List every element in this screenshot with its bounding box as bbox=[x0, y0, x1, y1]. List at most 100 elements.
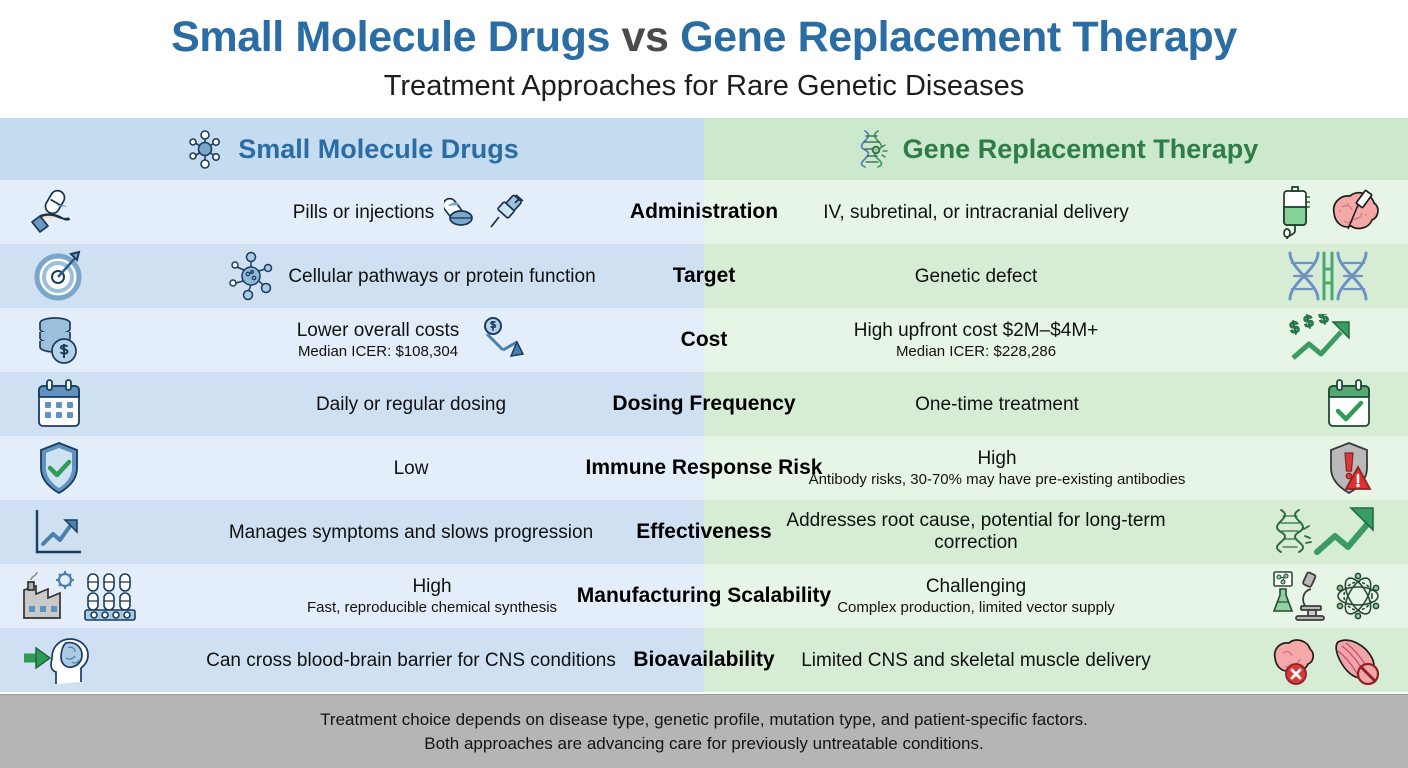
hand-holding-pill-icon bbox=[0, 180, 118, 244]
row-cell-left: Lower overall costs Median ICER: $108,30… bbox=[0, 308, 704, 372]
page-subtitle: Treatment Approaches for Rare Genetic Di… bbox=[383, 70, 1025, 102]
row-cell-right: Addresses root cause, potential for long… bbox=[704, 500, 1408, 564]
target-bullseye-icon bbox=[0, 244, 118, 308]
row-cell-right: IV, subretinal, or intracranial delivery bbox=[704, 180, 1408, 244]
row-value-left: Pills or injections bbox=[118, 193, 704, 231]
svg-text:$: $ bbox=[1302, 314, 1316, 332]
shield-check-icon bbox=[0, 436, 118, 500]
row-value-right: One-time treatment bbox=[704, 393, 1290, 416]
left-main-text: Low bbox=[393, 457, 429, 479]
left-main-text: Manages symptoms and slows progression bbox=[228, 521, 594, 543]
row-cell-left: Cellular pathways or protein function bbox=[0, 244, 704, 308]
table-row: High Fast, reproducible chemical synthes… bbox=[0, 564, 1408, 628]
row-cell-right: High Antibody risks, 30-70% may have pre… bbox=[704, 436, 1408, 500]
table-row: Low Immune Response Risk High Antibody r… bbox=[0, 436, 1408, 500]
dna-helix-icon bbox=[854, 128, 890, 170]
row-value-right: Addresses root cause, potential for long… bbox=[704, 510, 1248, 554]
microscope-flask-icon bbox=[1272, 571, 1325, 621]
right-main-text: One-time treatment bbox=[915, 393, 1079, 415]
row-value-left: High Fast, reproducible chemical synthes… bbox=[160, 575, 704, 617]
title-part2: Gene Replacement Therapy bbox=[680, 13, 1237, 61]
column-header-right-label: Gene Replacement Therapy bbox=[902, 133, 1259, 164]
table-row: Daily or regular dosing Dosing Frequency… bbox=[0, 372, 1408, 436]
dollar-arrow-up-icon: $ $ $ bbox=[1248, 308, 1408, 372]
row-cell-left: High Fast, reproducible chemical synthes… bbox=[0, 564, 704, 628]
row-value-right: High upfront cost $2M–$4M+ Median ICER: … bbox=[704, 319, 1248, 361]
brain-blocked-icon bbox=[1273, 639, 1314, 685]
factory-and-pill-tray-icons bbox=[0, 564, 160, 628]
table-row: Manages symptoms and slows progression E… bbox=[0, 500, 1408, 564]
right-main-text: High bbox=[977, 448, 1017, 469]
right-sub-text: Complex production, limited vector suppl… bbox=[837, 599, 1115, 616]
syringe-icon bbox=[490, 194, 524, 228]
right-main-text: IV, subretinal, or intracranial delivery bbox=[823, 201, 1129, 223]
column-header-left: Small Molecule Drugs bbox=[0, 118, 704, 180]
brain-blocked-and-muscle-blocked-icons bbox=[1248, 628, 1408, 692]
table-row: Cellular pathways or protein function Ta… bbox=[0, 244, 1408, 308]
molecule-icon bbox=[185, 129, 225, 169]
row-cell-right: High upfront cost $2M–$4M+ Median ICER: … bbox=[704, 308, 1408, 372]
row-value-right: Limited CNS and skeletal muscle delivery bbox=[704, 649, 1248, 672]
title-connector: vs bbox=[609, 13, 681, 61]
row-cell-right: Challenging Complex production, limited … bbox=[704, 564, 1408, 628]
row-value-left: Manages symptoms and slows progression bbox=[118, 521, 704, 544]
left-main-text: Pills or injections bbox=[292, 201, 435, 223]
svg-text:$: $ bbox=[1317, 314, 1331, 328]
table-row: Can cross blood-brain barrier for CNS co… bbox=[0, 628, 1408, 692]
row-value-right: IV, subretinal, or intracranial delivery bbox=[704, 201, 1248, 224]
row-cell-left: Can cross blood-brain barrier for CNS co… bbox=[0, 628, 704, 692]
table-row: Lower overall costs Median ICER: $108,30… bbox=[0, 308, 1408, 372]
row-cell-left: Pills or injections bbox=[0, 180, 704, 244]
left-text-group: Lower overall costs Median ICER: $108,30… bbox=[291, 319, 466, 361]
footer-line-2: Both approaches are advancing care for p… bbox=[424, 733, 984, 753]
column-header-right: Gene Replacement Therapy bbox=[704, 118, 1408, 180]
iv-drip-and-brain-injection-icons bbox=[1248, 180, 1408, 244]
pills-icon bbox=[444, 197, 474, 226]
row-value-right: High Antibody risks, 30-70% may have pre… bbox=[704, 447, 1290, 489]
dna-double-helix-icon bbox=[1248, 244, 1408, 308]
table-row: Pills or injections bbox=[0, 180, 1408, 244]
left-sub-text: Fast, reproducible chemical synthesis bbox=[306, 599, 558, 616]
coin-stack-icon bbox=[0, 308, 118, 372]
shield-warning-icon bbox=[1290, 436, 1408, 500]
muscle-blocked-icon bbox=[1335, 639, 1380, 686]
right-main-text: Limited CNS and skeletal muscle delivery bbox=[801, 649, 1151, 671]
row-cell-left: Manages symptoms and slows progression bbox=[0, 500, 704, 564]
row-cell-left: Daily or regular dosing bbox=[0, 372, 704, 436]
right-main-text: High upfront cost $2M–$4M+ bbox=[853, 320, 1099, 341]
right-main-text: Genetic defect bbox=[914, 265, 1038, 287]
microscope-flask-and-vector-orbit-icons bbox=[1248, 564, 1408, 628]
footer-note: Treatment choice depends on disease type… bbox=[0, 694, 1408, 768]
pills-and-syringe-icons bbox=[444, 193, 529, 231]
iv-drip-icon bbox=[1283, 186, 1310, 239]
title-bar: Small Molecule Drugs vs Gene Replacement… bbox=[0, 0, 1408, 118]
row-cell-right: Genetic defect bbox=[704, 244, 1408, 308]
row-value-left: Cellular pathways or protein function bbox=[118, 250, 704, 302]
left-main-text: High bbox=[412, 576, 452, 597]
right-main-text: Challenging bbox=[925, 576, 1027, 597]
calendar-check-icon bbox=[1290, 372, 1408, 436]
right-sub-text: Antibody risks, 30-70% may have pre-exis… bbox=[808, 471, 1186, 488]
vector-orbit-icon bbox=[1336, 572, 1380, 620]
left-main-text: Cellular pathways or protein function bbox=[288, 265, 596, 287]
right-sub-text: Median ICER: $228,286 bbox=[895, 343, 1057, 360]
dna-growth-arrow-icon bbox=[1248, 500, 1408, 564]
right-main-text: Addresses root cause, potential for long… bbox=[786, 510, 1166, 553]
left-main-text: Lower overall costs bbox=[296, 320, 460, 341]
line-chart-up-icon bbox=[0, 500, 118, 564]
row-value-left: Daily or regular dosing bbox=[118, 393, 704, 416]
row-cell-right: One-time treatment bbox=[704, 372, 1408, 436]
column-header-row: Small Molecule Drugs Gene Replacement Th… bbox=[0, 118, 1408, 180]
factory-icon bbox=[23, 571, 74, 619]
dollar-arrow-down-icon bbox=[475, 316, 531, 364]
calendar-icon bbox=[0, 372, 118, 436]
footer-line-1: Treatment choice depends on disease type… bbox=[320, 709, 1088, 729]
left-main-text: Daily or regular dosing bbox=[315, 393, 507, 415]
row-cell-left: Low bbox=[0, 436, 704, 500]
brain-injection-icon bbox=[1332, 189, 1379, 230]
pill-tray-icon bbox=[84, 573, 136, 621]
page-title: Small Molecule Drugs vs Gene Replacement… bbox=[171, 8, 1237, 66]
molecule-cell-icon bbox=[226, 250, 278, 302]
row-cell-right: Limited CNS and skeletal muscle delivery bbox=[704, 628, 1408, 692]
